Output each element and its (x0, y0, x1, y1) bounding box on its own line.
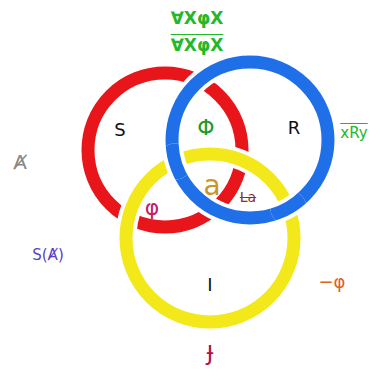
ring-label: Ɉ (207, 343, 214, 365)
ring-label: S(Ⱥ) (32, 248, 64, 263)
ring-casing (172, 62, 328, 218)
ring-label: I (207, 276, 212, 294)
ring-casing (172, 62, 328, 218)
blue-ring-over (172, 62, 328, 218)
blue-over-crossing (172, 62, 328, 218)
ring-label: xRy (340, 123, 367, 141)
ring-label: −φ (319, 273, 346, 291)
ring-label: La (240, 190, 256, 204)
blue-ring-over (172, 62, 328, 218)
ring-label: ∀XφX (171, 34, 224, 54)
ring-label: a (203, 172, 220, 200)
ring-label: S (114, 121, 125, 139)
ring-label: ∀XφX (171, 10, 224, 27)
yellow-ring (126, 154, 294, 322)
ring-label: R (288, 119, 301, 137)
ring-label: Φ (197, 117, 214, 139)
ring-casing (126, 154, 294, 322)
ring-casing (172, 62, 328, 218)
ring-label: φ (145, 197, 160, 219)
blue-over-crossing (172, 62, 328, 218)
ring-label: Ⱥ (13, 152, 27, 172)
blue-ring (172, 62, 328, 218)
